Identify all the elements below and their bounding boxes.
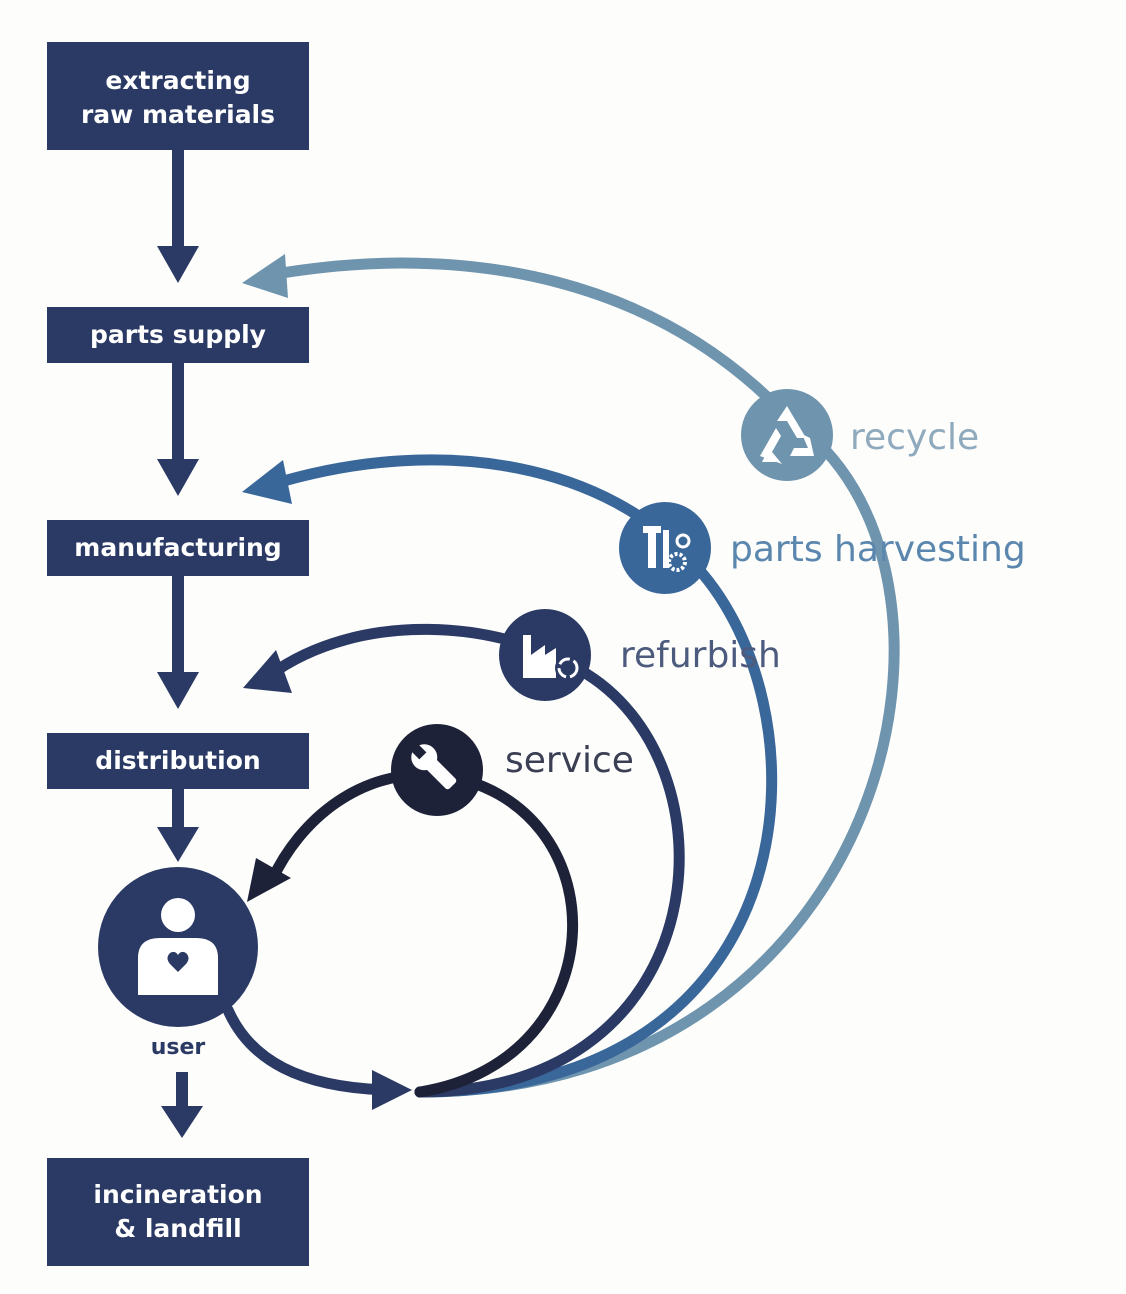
arrow-parts-to-manufacturing bbox=[157, 363, 199, 496]
flow-arrows bbox=[157, 150, 203, 1138]
user-label: user bbox=[151, 1035, 206, 1060]
user-exit-arc bbox=[222, 1004, 396, 1096]
recycle-badge bbox=[741, 389, 833, 481]
arrow-manufacturing-to-distribution bbox=[157, 576, 199, 709]
incineration-label-line1: incineration bbox=[93, 1180, 262, 1209]
refurbish-label: refurbish bbox=[620, 635, 781, 676]
service-arrowhead bbox=[247, 858, 291, 902]
parts-supply-label: parts supply bbox=[90, 320, 266, 349]
stage-incineration-landfill: incineration & landfill bbox=[47, 1158, 309, 1266]
refurbish-badge bbox=[499, 609, 591, 701]
service-badge bbox=[391, 724, 483, 816]
parts-harvesting-loop-arc bbox=[264, 454, 778, 1098]
refurbish-arrowhead bbox=[243, 650, 292, 693]
user-exit-arrowhead bbox=[372, 1070, 412, 1110]
service-loop-arc bbox=[266, 768, 578, 1098]
wrench-icon bbox=[409, 742, 457, 790]
parts-harvesting-badge bbox=[619, 502, 711, 594]
tools-gears-icon bbox=[643, 526, 691, 572]
distribution-label: distribution bbox=[95, 746, 260, 775]
incineration-label-line2: & landfill bbox=[114, 1214, 241, 1243]
recycle-text: recycle bbox=[850, 417, 979, 458]
extracting-label-line1: extracting bbox=[105, 66, 250, 95]
parts-harvesting-arrowhead bbox=[242, 460, 292, 504]
recycle-icon bbox=[760, 406, 814, 464]
service-label: service bbox=[505, 740, 634, 781]
stage-distribution: distribution bbox=[47, 733, 309, 789]
refurbish-loop-arc bbox=[264, 623, 685, 1098]
arrow-user-to-incineration bbox=[161, 1072, 203, 1138]
stage-parts-supply: parts supply bbox=[47, 307, 309, 363]
manufacturing-label: manufacturing bbox=[74, 533, 281, 562]
arrow-distribution-to-user bbox=[157, 789, 199, 862]
extracting-label-line2: raw materials bbox=[81, 100, 275, 129]
user-node: user bbox=[98, 867, 258, 1060]
parts-harvesting-label: parts harvesting bbox=[730, 529, 1026, 570]
recycle-loop-arc bbox=[264, 257, 900, 1098]
recycle-arrowhead bbox=[242, 254, 288, 298]
arrow-extracting-to-parts bbox=[157, 150, 199, 283]
user-heart-icon bbox=[138, 898, 218, 995]
stage-extracting-raw-materials: extracting raw materials bbox=[47, 42, 309, 150]
factory-refresh-icon bbox=[523, 635, 581, 681]
stage-manufacturing: manufacturing bbox=[47, 520, 309, 576]
